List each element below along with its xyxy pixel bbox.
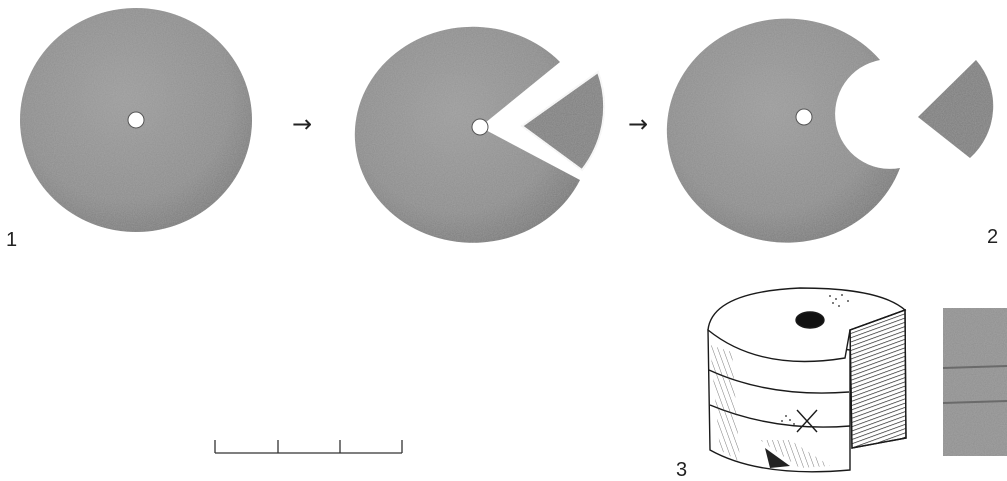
- scale-bar: [215, 440, 402, 453]
- arrow-1: →: [292, 112, 312, 136]
- arrow-2: →: [628, 112, 648, 136]
- figure-label-2: 2: [987, 227, 998, 247]
- cylinder-sketch: [708, 288, 906, 472]
- disc-with-wedge: [355, 27, 604, 243]
- figure-label-3: 3: [676, 460, 687, 480]
- figure-label-1: 1: [6, 230, 17, 250]
- disc-with-notch: [667, 19, 993, 243]
- side-photo: [943, 308, 1007, 456]
- disc-complete: [20, 8, 252, 232]
